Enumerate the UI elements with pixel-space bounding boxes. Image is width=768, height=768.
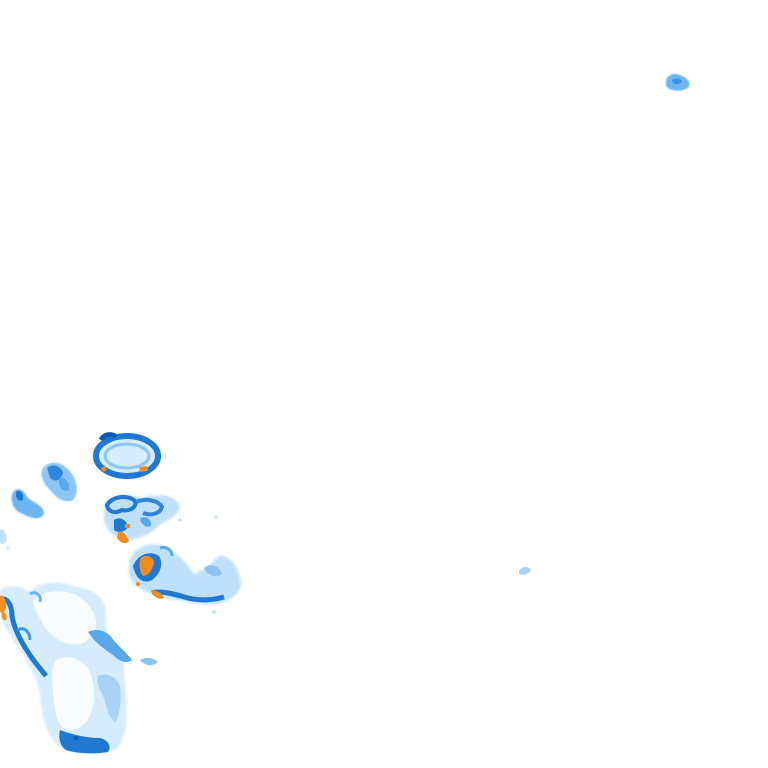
storm-cell-ring-north [93,432,161,479]
echo-cell-northeast [666,73,690,91]
light-echo-specks [6,515,218,614]
echo-cell-east [519,567,531,575]
storm-cell-central [104,494,180,544]
storm-complex-southwest [0,432,241,755]
storm-band-south [0,582,158,755]
storm-fragment-far-west [0,489,45,545]
storm-cell-west-small [41,462,77,502]
storm-cell-southeast-arm [128,544,241,605]
